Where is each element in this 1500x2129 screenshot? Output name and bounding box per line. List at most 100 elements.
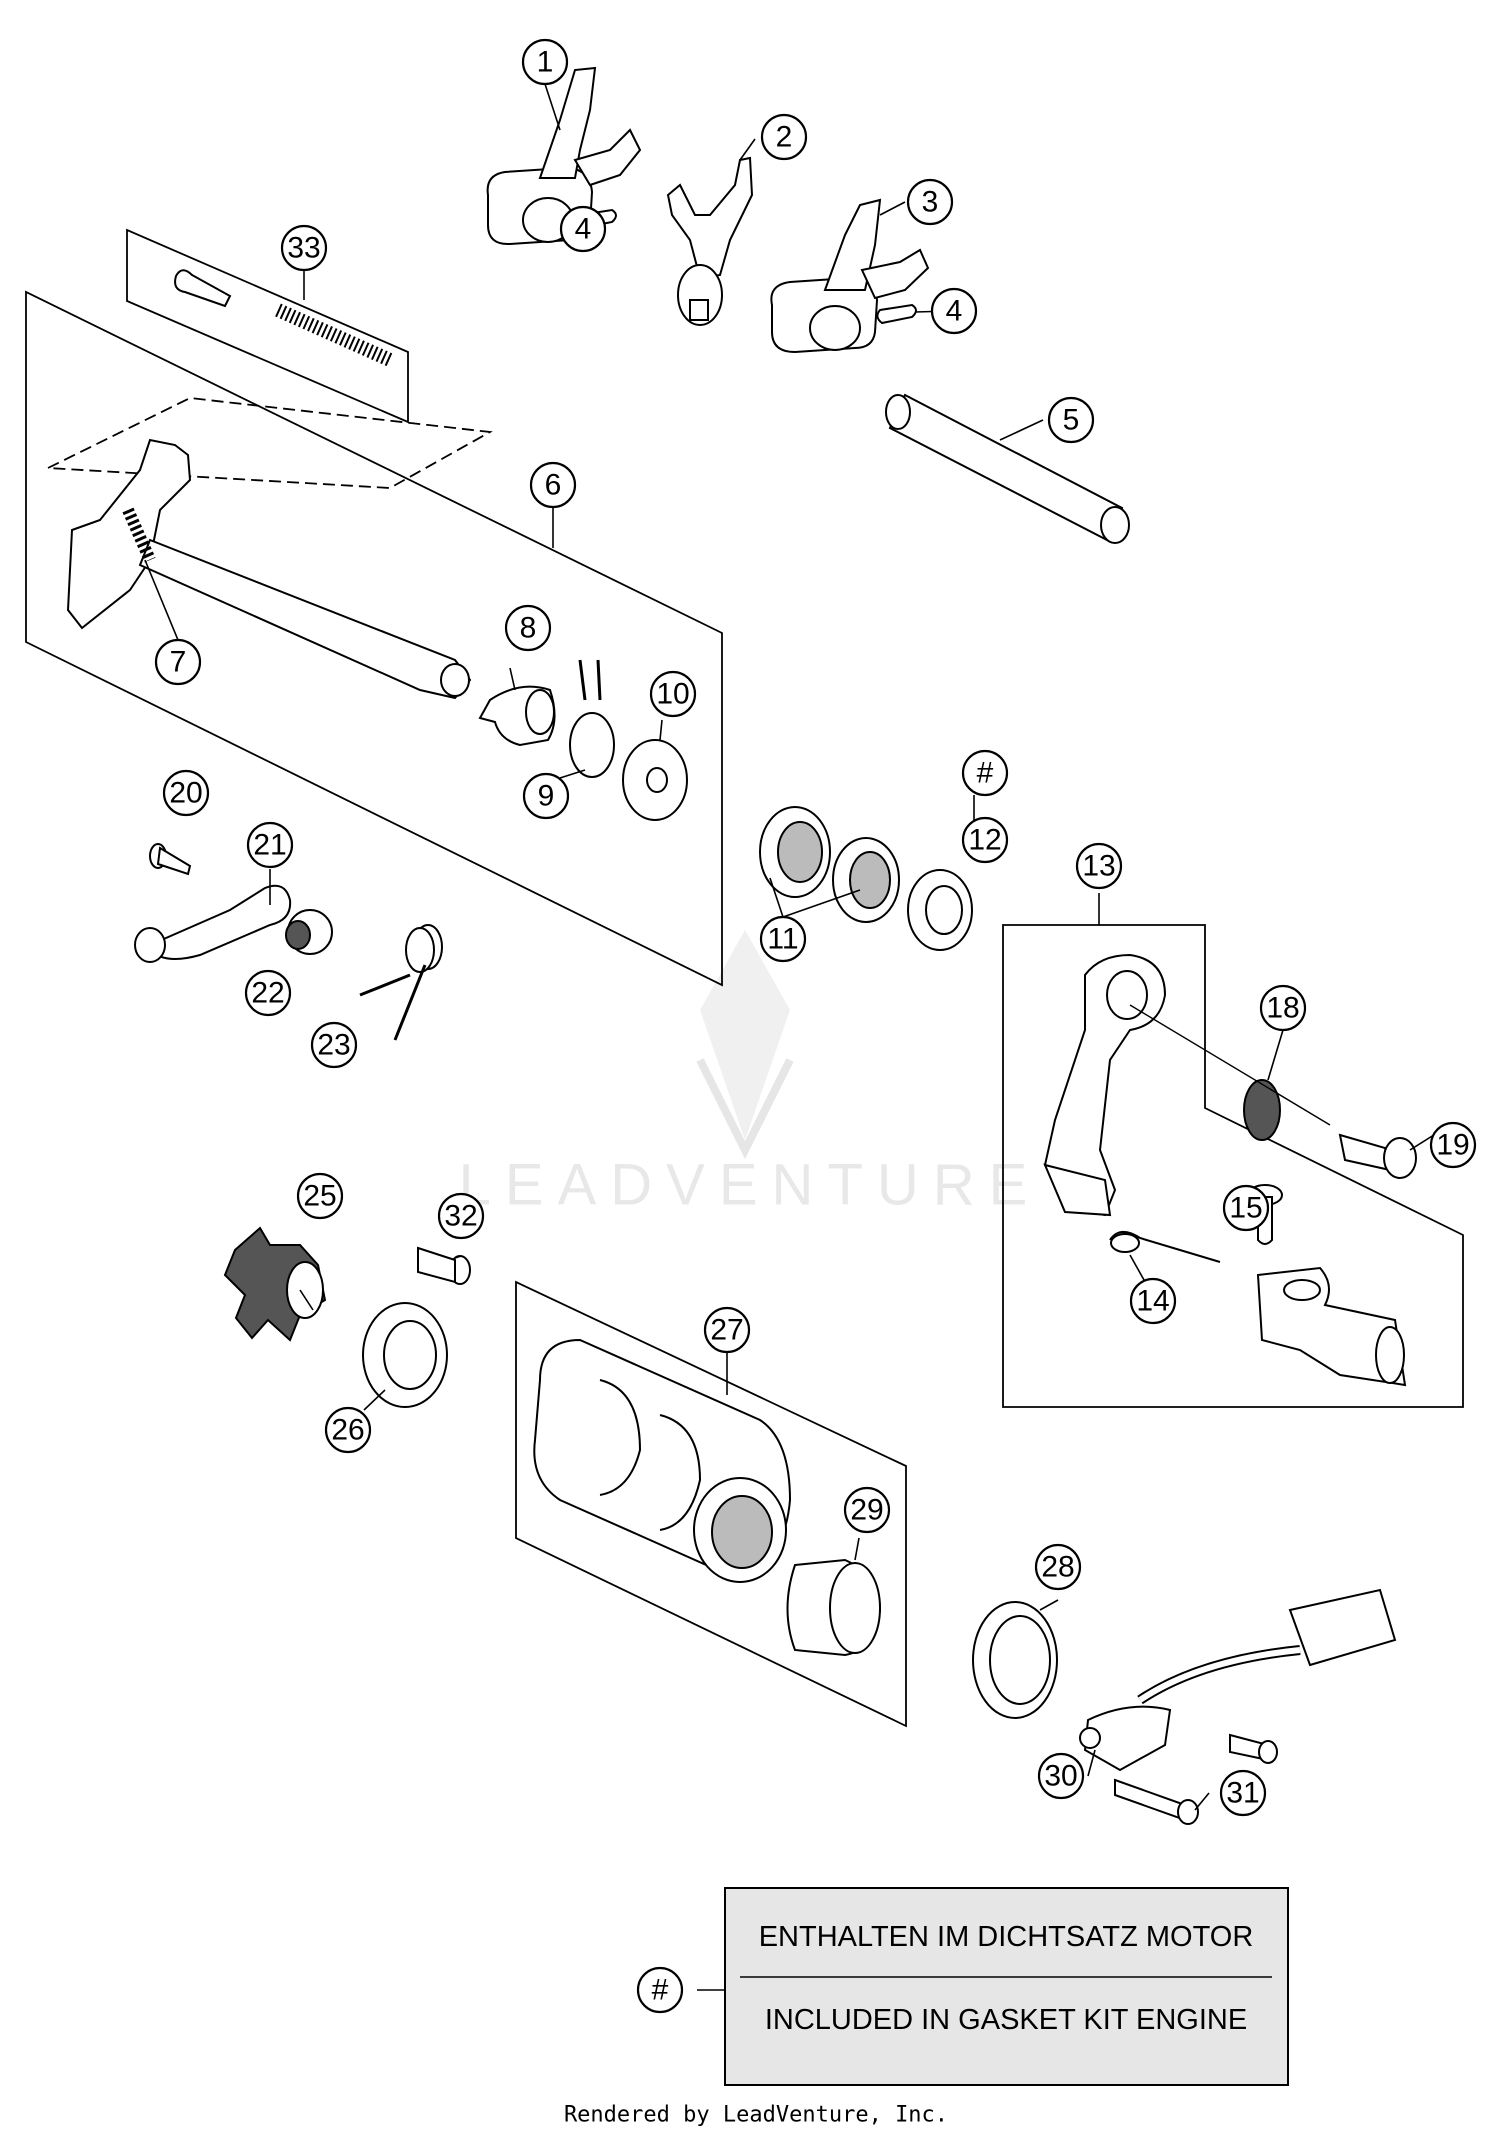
seal-ring-12 [907, 869, 973, 951]
svg-text:19: 19 [1436, 1129, 1469, 1162]
svg-text:9: 9 [538, 780, 555, 813]
callout-31: 31 [1219, 1769, 1267, 1817]
spring-clip-14 [1109, 1231, 1221, 1263]
svg-text:27: 27 [710, 1314, 743, 1347]
callout-4-upper: 4 [559, 205, 607, 253]
svg-text:12: 12 [968, 824, 1001, 857]
shift-fork-2 [666, 156, 754, 326]
screw-31-b [1114, 1778, 1199, 1825]
svg-text:11: 11 [767, 923, 798, 956]
callout-8: 8 [504, 604, 552, 652]
shift-lever-group-box [1002, 924, 1464, 1408]
callout-4-lower: 4 [930, 287, 978, 335]
bearing-28 [972, 1601, 1058, 1719]
svg-text:20: 20 [169, 777, 202, 810]
callout-22: 22 [244, 969, 292, 1017]
svg-text:32: 32 [444, 1200, 477, 1233]
svg-text:#: # [977, 757, 994, 790]
footer-credit: Rendered by LeadVenture, Inc. [564, 2103, 948, 2128]
pin-20 [149, 843, 192, 876]
dashed-assembly-outline [44, 397, 493, 489]
watermark: LEADVENTURE [459, 930, 1042, 1218]
svg-text:4: 4 [575, 213, 592, 246]
callout-9: 9 [522, 772, 570, 820]
callout-11: 11 [759, 915, 807, 963]
svg-text:21: 21 [253, 829, 286, 862]
svg-text:33: 33 [287, 232, 320, 265]
svg-text:5: 5 [1063, 404, 1080, 437]
bolt-19 [1338, 1133, 1417, 1179]
callout-7: 7 [154, 638, 202, 686]
needle-bearing-11b [832, 837, 900, 923]
callout-12-hash: # [961, 749, 1009, 797]
shift-shaft-group-box [25, 290, 723, 987]
svg-text:6: 6 [545, 469, 562, 502]
needle-bearing-11a [759, 806, 831, 898]
legend-line-en: INCLUDED IN GASKET KIT ENGINE [765, 2004, 1247, 2036]
shift-fork-shaft-5 [885, 393, 1130, 544]
torsion-spring-23 [359, 924, 443, 1041]
spring-group-box [126, 228, 409, 424]
callout-25: 25 [296, 1172, 344, 1220]
shift-drum-27 [533, 1338, 792, 1583]
callout-20: 20 [162, 769, 210, 817]
svg-text:10: 10 [656, 678, 689, 711]
shift-drum-group-box [515, 1280, 907, 1728]
svg-text:14: 14 [1136, 1285, 1169, 1318]
shift-fork-3 [770, 198, 930, 354]
washer-10 [622, 739, 688, 821]
shift-lever-tip-16 [1256, 1266, 1407, 1387]
callout-6: 6 [529, 461, 577, 509]
roller-22 [285, 909, 333, 955]
svg-text:7: 7 [170, 646, 187, 679]
callout-1: 1 [521, 38, 569, 86]
callout-3: 3 [906, 178, 954, 226]
svg-text:4: 4 [946, 295, 963, 328]
guide-pin-4-lower [876, 303, 917, 325]
svg-text:18: 18 [1266, 992, 1299, 1025]
lever-arm-21 [134, 884, 292, 963]
watermark-text: LEADVENTURE [459, 1153, 1042, 1218]
callout-23: 23 [310, 1021, 358, 1069]
callout-15: 15 [1222, 1184, 1270, 1232]
spring-clip-9 [569, 659, 615, 778]
callout-2: 2 [760, 113, 808, 161]
callout-13: 13 [1075, 842, 1123, 890]
shift-lever-13 [1043, 953, 1167, 1217]
svg-text:2: 2 [776, 121, 793, 154]
svg-text:25: 25 [303, 1180, 336, 1213]
svg-text:29: 29 [850, 1494, 883, 1527]
svg-text:30: 30 [1044, 1760, 1077, 1793]
legend-hash-symbol [636, 1966, 684, 2014]
callout-10: 10 [649, 670, 697, 718]
gear-position-sensor-30 [1079, 1588, 1397, 1772]
svg-text:31: 31 [1226, 1777, 1259, 1810]
callout-5: 5 [1047, 396, 1095, 444]
screw-31-a [1229, 1733, 1278, 1764]
callout-12: 12 [961, 816, 1009, 864]
callout-14: 14 [1129, 1277, 1177, 1325]
callout-19: 19 [1429, 1121, 1477, 1169]
screw-32 [417, 1246, 471, 1285]
legend: # ENTHALTEN IM DICHTSATZ MOTOR INCLUDED … [636, 1887, 1289, 2086]
shift-drum-insert-29 [786, 1558, 882, 1657]
svg-text:15: 15 [1229, 1192, 1262, 1225]
svg-text:1: 1 [537, 46, 554, 79]
spring-assembly-33 [174, 269, 393, 367]
serrated-washer-18 [1129, 1004, 1331, 1141]
legend-box [724, 1887, 1289, 2086]
callout-21: 21 [246, 821, 294, 869]
svg-text:8: 8 [520, 612, 537, 645]
svg-text:23: 23 [317, 1029, 350, 1062]
callout-26: 26 [324, 1406, 372, 1454]
callout-27: 27 [703, 1306, 751, 1354]
svg-text:22: 22 [251, 977, 284, 1010]
callout-30: 30 [1037, 1752, 1085, 1800]
shift-star-25 [223, 1226, 327, 1342]
svg-text:3: 3 [922, 186, 939, 219]
svg-text:28: 28 [1041, 1551, 1074, 1584]
callout-28: 28 [1034, 1543, 1082, 1591]
legend-line-de: ENTHALTEN IM DICHTSATZ MOTOR [759, 1921, 1254, 1953]
callout-32: 32 [437, 1192, 485, 1240]
